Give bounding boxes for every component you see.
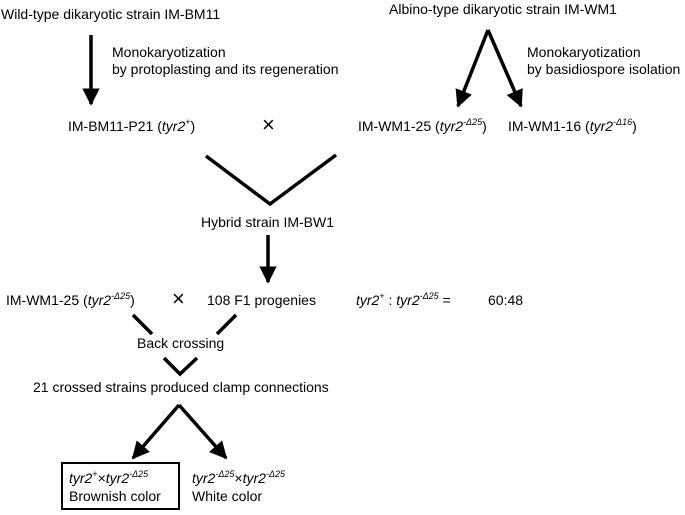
mono-method-left-line1: Monokaryotization — [112, 44, 226, 60]
mono-method-right-line1: Monokaryotization — [527, 44, 641, 60]
arrow-crossed-to-brownish — [131, 403, 181, 460]
strain-wm1-16: IM-WM1-16 (tyr2-Δ16) — [508, 117, 637, 135]
result-brownish-genotype: tyr2+×tyr2-Δ25 — [69, 469, 149, 487]
cross-symbol-top: × — [262, 112, 275, 137]
result1-gene-a: tyr2 — [69, 470, 93, 486]
hybrid-strain-label: Hybrid strain IM-BW1 — [201, 214, 335, 230]
strain-wm1-25-gene: tyr2 — [439, 118, 464, 134]
result-white-genotype: tyr2-Δ25×tyr2-Δ25 — [192, 469, 285, 487]
result2-times: × — [234, 470, 243, 486]
strain-wm1-25: IM-WM1-25 (tyr2-Δ25) — [358, 117, 487, 135]
albino-strain-label: Albino-type dikaryotic strain IM-WM1 — [389, 1, 617, 17]
strain-wm1-25-name: IM-WM1-25 — [358, 118, 432, 134]
result1-allele-a: + — [92, 469, 98, 479]
ratio-allele-b: -Δ25 — [419, 291, 439, 301]
arrow-albino-to-wm125 — [455, 29, 490, 108]
backcross-parent-gene: tyr2 — [87, 292, 112, 308]
ratio-gene-b: tyr2 — [396, 292, 420, 308]
ratio-eq: = — [438, 292, 451, 308]
strain-p21: IM-BM11-P21 (tyr2+) — [68, 117, 196, 135]
genotype-ratio: tyr2+ : tyr2-Δ25 = — [356, 291, 451, 309]
ratio-value: 60:48 — [488, 292, 524, 308]
cross-symbol-backcross: × — [172, 286, 185, 311]
result1-allele-b: -Δ25 — [129, 469, 149, 479]
ratio-sep: : — [384, 292, 397, 308]
result2-allele-a: -Δ25 — [215, 469, 235, 479]
result2-allele-b: -Δ25 — [265, 469, 285, 479]
strain-wm1-25-allele: -Δ25 — [463, 117, 483, 127]
mono-method-left-line2: by protoplasting and its regeneration — [112, 61, 339, 77]
strain-wm1-16-name: IM-WM1-16 — [508, 118, 582, 134]
ratio-gene-a: tyr2 — [356, 292, 380, 308]
result2-gene-a: tyr2 — [192, 470, 216, 486]
strain-wm1-16-gene: tyr2 — [589, 118, 614, 134]
result-brownish-color: Brownish color — [69, 488, 161, 504]
result2-gene-b: tyr2 — [242, 470, 266, 486]
wild-type-strain-label: Wild-type dikaryotic strain IM-BM11 — [1, 6, 221, 22]
result1-times: × — [97, 470, 106, 486]
strain-p21-gene: tyr2 — [161, 118, 186, 134]
result-brownish-box — [61, 462, 180, 510]
arrow-crossed-to-white — [177, 403, 228, 460]
backcross-parent: IM-WM1-25 (tyr2-Δ25) — [6, 291, 135, 309]
backcross-parent-name: IM-WM1-25 — [6, 292, 80, 308]
result-white-color: White color — [192, 488, 263, 504]
line-progenies-to-backcross — [215, 313, 238, 336]
progenies-label: 108 F1 progenies — [207, 292, 316, 308]
line-parent-to-backcross — [131, 313, 154, 336]
result1-gene-b: tyr2 — [105, 470, 130, 486]
ratio-allele-a: + — [379, 291, 385, 301]
v-merge-to-hybrid — [204, 153, 338, 207]
backcross-parent-allele: -Δ25 — [111, 291, 131, 301]
v-backcross-to-crossed — [162, 356, 199, 377]
strain-wm1-16-allele: -Δ16 — [613, 117, 633, 127]
back-crossing-label: Back crossing — [137, 335, 225, 351]
mono-method-right-line2: by basidiospore isolation — [527, 61, 681, 77]
strain-p21-name: IM-BM11-P21 — [68, 118, 154, 134]
arrow-albino-to-wm116 — [486, 29, 523, 108]
strain-p21-allele: + — [185, 117, 191, 127]
crossed-strains-label: 21 crossed strains produced clamp connec… — [33, 379, 329, 395]
